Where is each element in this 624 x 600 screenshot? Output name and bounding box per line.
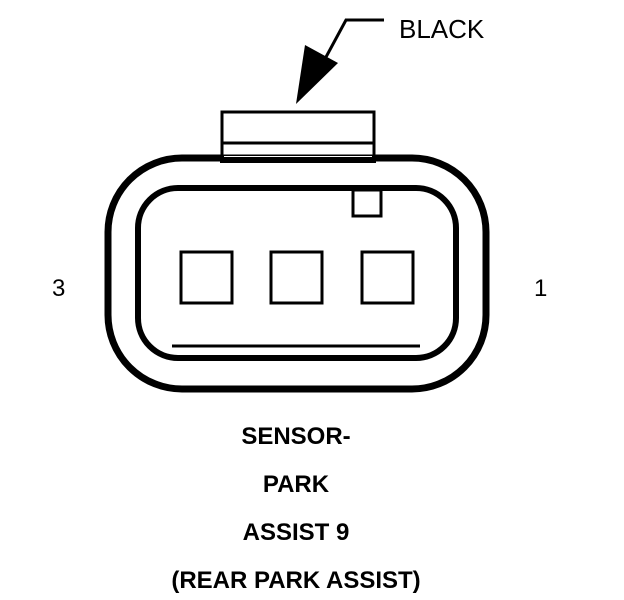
caption-line-3: ASSIST 9 <box>243 519 350 546</box>
pin-cavity-3 <box>179 250 234 305</box>
connector-caption: SENSOR- PARK ASSIST 9 (REAR PARK ASSIST) <box>171 423 420 594</box>
color-callout: BLACK <box>296 14 485 104</box>
callout-leader-line <box>317 18 384 71</box>
pin-cavity-1 <box>360 250 415 305</box>
pin-label-left: 3 <box>52 275 65 302</box>
pin-cavities <box>179 250 415 305</box>
caption-line-2: PARK <box>263 471 330 498</box>
caption-line-4: (REAR PARK ASSIST) <box>171 567 420 594</box>
keying-notch <box>351 188 383 218</box>
pin-label-right: 1 <box>534 275 547 302</box>
callout-arrowhead <box>296 45 338 104</box>
pin-cavity-2 <box>269 250 324 305</box>
color-callout-label: BLACK <box>399 14 485 44</box>
caption-line-1: SENSOR- <box>241 423 350 450</box>
